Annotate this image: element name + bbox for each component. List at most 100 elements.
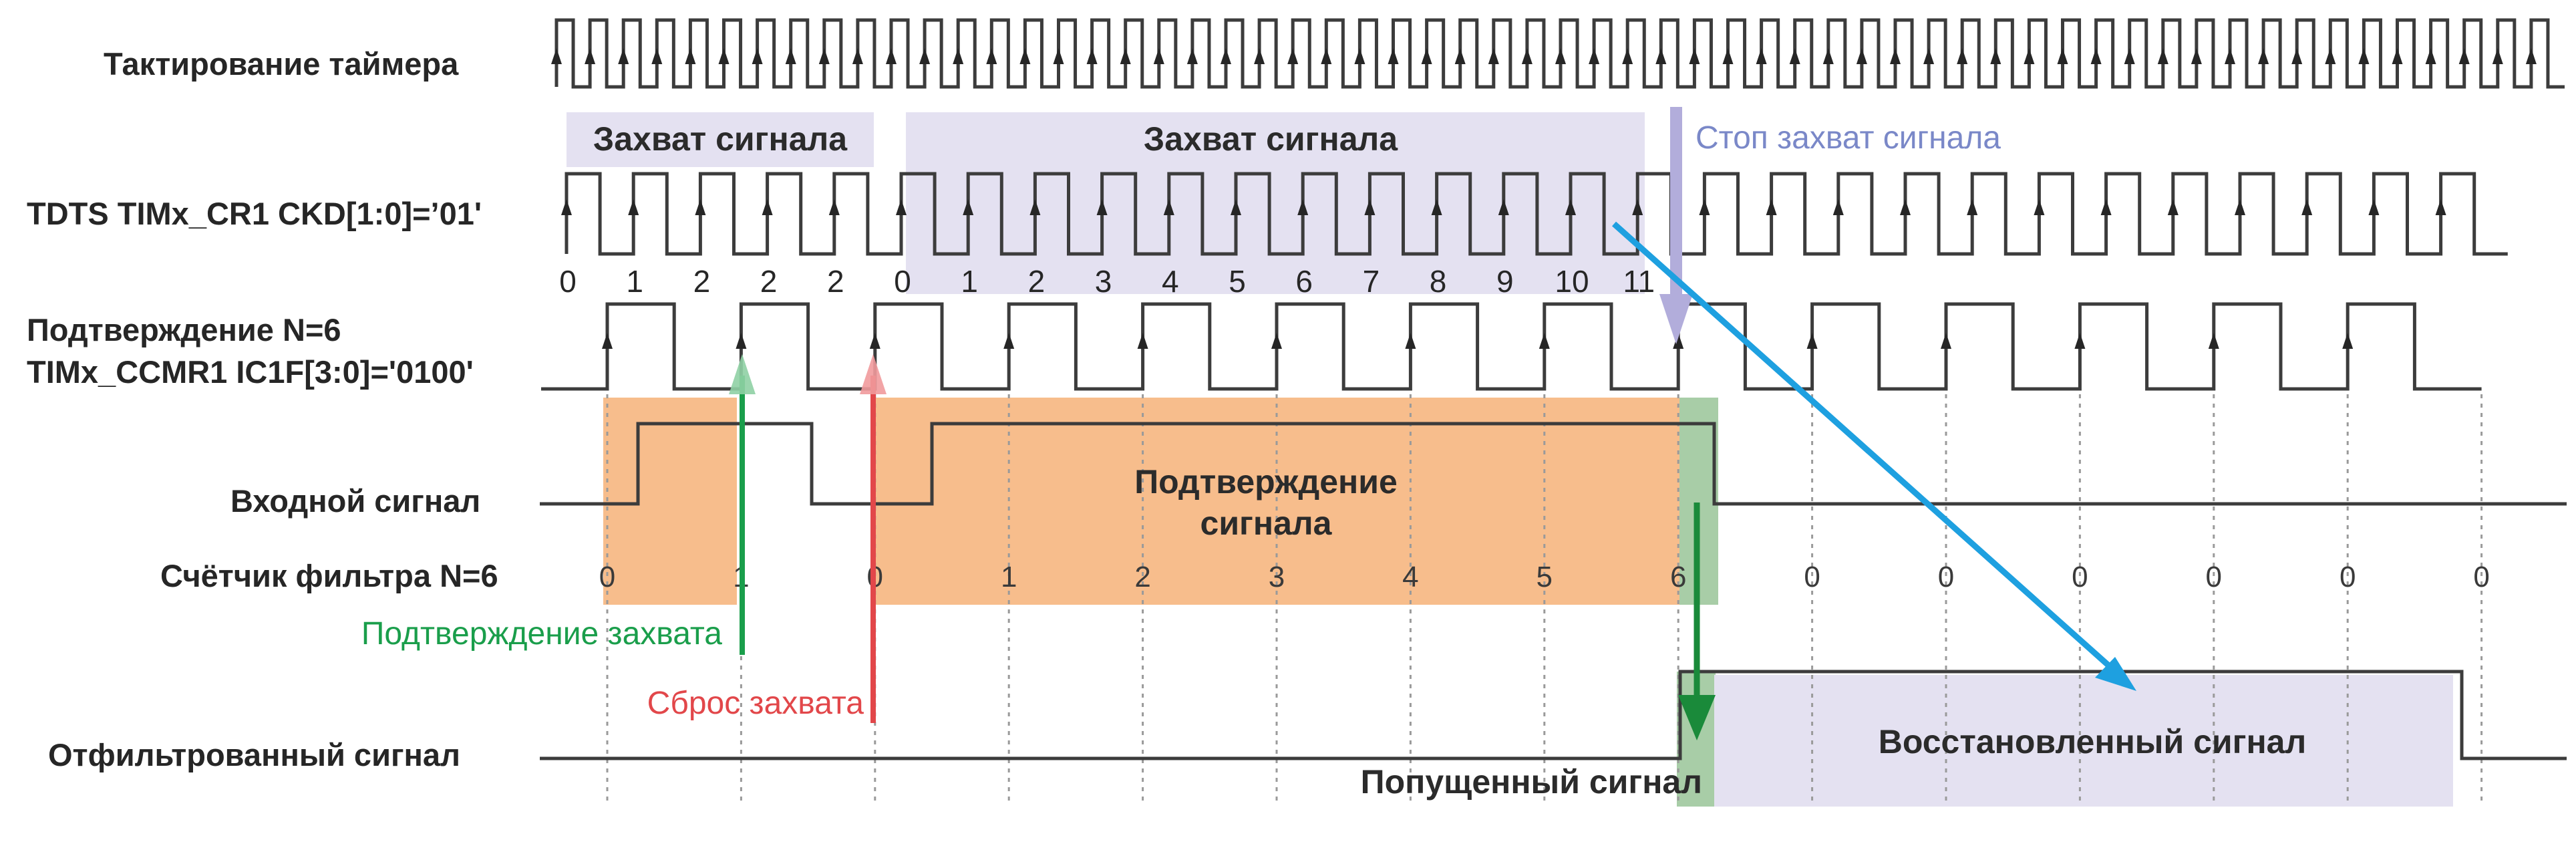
edge-arrowhead (1186, 48, 1198, 64)
edge-arrowhead (2090, 48, 2102, 64)
edge-arrowhead (1221, 48, 1231, 64)
capture-reset-label: Сброс захвата (647, 686, 864, 721)
edge-arrowhead (561, 199, 572, 215)
label-filtered-signal: Отфильтрованный сигнал (48, 737, 460, 772)
edge-arrowhead (695, 199, 706, 215)
edge-arrowhead (1019, 48, 1031, 64)
blue-diagonal-arrow (1612, 221, 2136, 691)
edge-arrowhead (1722, 48, 1734, 64)
filter-count-label: 2 (1134, 561, 1150, 593)
edge-arrowhead (2074, 333, 2086, 349)
edge-arrowhead (1137, 333, 1148, 349)
tdts-count-label: 1 (961, 264, 978, 299)
tdts-count-label: 11 (1623, 264, 1655, 299)
edge-arrowhead (1086, 48, 1098, 64)
restored-region (1714, 675, 2453, 807)
edge-arrowhead (1806, 333, 1818, 349)
tdts-count-label: 0 (559, 264, 577, 299)
edge-arrowhead (1421, 48, 1432, 64)
filtered-signal-waveform (540, 670, 2567, 760)
filter-count-label: 0 (2473, 561, 2489, 593)
capture-confirm-arrow (729, 354, 756, 655)
tdts-count-label: 1 (626, 264, 643, 299)
edge-arrowhead (2425, 48, 2436, 64)
signal-confirm-label-2: сигнала (1200, 505, 1333, 542)
edge-arrowhead (2492, 48, 2503, 64)
edge-arrowhead (919, 48, 931, 64)
tdts-count-label: 3 (1095, 264, 1112, 299)
edge-arrowhead (1565, 199, 1576, 215)
edge-arrowhead (1699, 199, 1710, 215)
edge-arrowhead (736, 333, 747, 349)
edge-arrowhead (2458, 48, 2470, 64)
edge-arrowhead (2057, 48, 2068, 64)
filter-count-label: 0 (2072, 561, 2088, 593)
edge-arrowhead (602, 333, 613, 349)
capture-reset-arrow (860, 354, 887, 723)
edge-arrowhead (1900, 199, 1911, 215)
edge-arrowhead (1673, 333, 1684, 349)
edge-arrowhead (2235, 199, 2245, 215)
capture-confirm-label: Подтверждение захвата (361, 616, 722, 652)
tdts-count-label: 0 (894, 264, 911, 299)
edge-arrowhead (869, 333, 880, 349)
edge-arrowhead (2525, 48, 2537, 64)
tdts-count-label: 2 (693, 264, 711, 299)
edge-arrowhead (618, 48, 629, 64)
restored-signal-label: Восстановленный сигнал (1879, 723, 2307, 760)
capture-region-1 (567, 112, 874, 167)
edge-arrowhead (585, 48, 596, 64)
tdts-count-label: 2 (760, 264, 778, 299)
edge-arrowhead (2291, 48, 2303, 64)
edge-arrowhead (1297, 199, 1309, 215)
filter-count-label: 4 (1402, 561, 1418, 593)
edge-arrowhead (1822, 48, 1834, 64)
green-down-arrow (1678, 503, 1716, 740)
filter-count-label: 0 (599, 561, 615, 593)
stop-capture-arrow (1659, 107, 1693, 344)
edge-arrowhead (1632, 199, 1643, 215)
tdts-count-label: 5 (1229, 264, 1246, 299)
edge-arrowhead (2435, 199, 2446, 215)
passed-signal-label: Попущенный сигнал (1361, 763, 1702, 801)
edge-arrowhead (1589, 48, 1600, 64)
filtered-trace (540, 670, 2567, 760)
edge-arrowhead (2258, 48, 2269, 64)
edge-arrowhead (651, 48, 663, 64)
edge-arrowhead (2392, 48, 2403, 64)
edge-arrowhead (1856, 48, 1867, 64)
edge-arrowhead (1923, 48, 1935, 64)
label-timer-clock: Тактирование таймера (104, 46, 459, 82)
timer-clock-waveform (554, 18, 2565, 89)
edge-arrowhead (762, 199, 773, 215)
edge-arrowhead (1655, 48, 1667, 64)
edge-arrowhead (2325, 48, 2336, 64)
edge-arrowhead (1957, 48, 1968, 64)
label-tdts: TDTS TIMx_CR1 CKD[1:0]=’01' (27, 196, 482, 231)
edge-arrowhead (1967, 199, 1978, 215)
stop-capture-label: Стоп захват сигнала (1696, 120, 2001, 156)
capture-label-1: Захват сигнала (593, 120, 848, 158)
edge-arrowhead (2358, 48, 2370, 64)
filter-count-label: 0 (1804, 561, 1820, 593)
capture-label-2: Захват сигнала (1144, 120, 1398, 158)
edge-arrowhead (828, 199, 840, 215)
edge-arrowhead (1454, 48, 1466, 64)
edge-arrowhead (1789, 48, 1800, 64)
edge-arrowhead (1521, 48, 1533, 64)
tdts-count-label: 7 (1363, 264, 1380, 299)
edge-arrowhead (1053, 48, 1064, 64)
capture-region-2 (906, 112, 1645, 294)
label-input-signal: Входной сигнал (230, 483, 480, 519)
edge-arrowhead (2034, 199, 2045, 215)
edge-arrowhead (2167, 199, 2179, 215)
edge-arrowhead (1431, 199, 1442, 215)
edge-arrowhead (1766, 199, 1777, 215)
edge-arrowhead (1321, 48, 1332, 64)
edge-arrowhead (1120, 48, 1131, 64)
label-filter-counter: Счётчик фильтра N=6 (160, 558, 498, 593)
edge-arrowhead (953, 48, 964, 64)
tdts-count-label: 6 (1295, 264, 1313, 299)
filter-count-label: 1 (1001, 561, 1017, 593)
edge-arrowhead (1498, 199, 1509, 215)
